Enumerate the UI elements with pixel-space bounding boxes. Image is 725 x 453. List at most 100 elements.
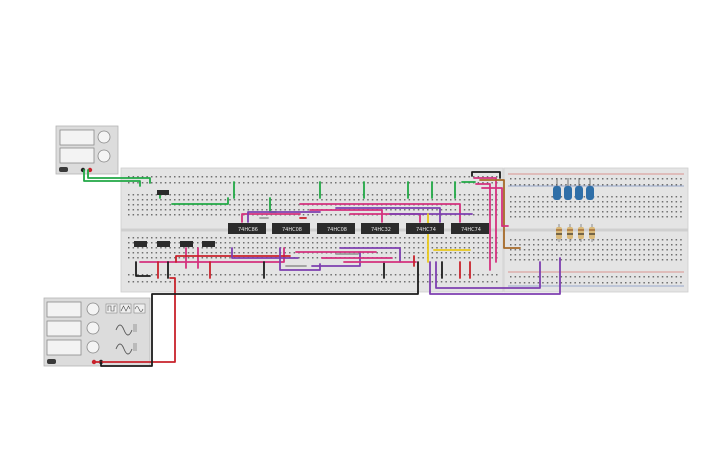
breadboard-hole — [270, 274, 273, 276]
breadboard-hole — [528, 211, 530, 213]
breadboard-hole — [132, 209, 135, 211]
breadboard-hole — [394, 252, 397, 254]
breadboard-hole — [141, 199, 144, 201]
breadboard-hole — [408, 176, 411, 178]
breadboard-hole — [293, 274, 296, 276]
breadboard-hole — [371, 199, 374, 201]
breadboard-hole — [381, 274, 383, 276]
breadboard-hole — [399, 176, 401, 178]
breadboard-hole — [523, 254, 526, 256]
breadboard-hole — [316, 176, 319, 178]
led-3[interactable] — [575, 178, 583, 200]
resistors[interactable] — [556, 224, 595, 242]
breadboard-hole — [615, 216, 618, 218]
switch-2[interactable] — [157, 241, 170, 247]
resistor-4[interactable] — [589, 224, 595, 242]
switch-3[interactable] — [180, 241, 193, 247]
breadboard-hole — [174, 199, 176, 201]
triangle-wave-icon[interactable] — [119, 303, 132, 314]
chip-3[interactable]: 74HC08 — [317, 223, 355, 234]
chip-4[interactable]: 74HC32 — [361, 223, 399, 234]
voltage-knob[interactable] — [97, 130, 111, 144]
breadboard-hole — [289, 176, 291, 178]
fg-power-switch[interactable] — [47, 359, 56, 364]
resistor-2[interactable] — [567, 224, 573, 242]
fg-terminal-red[interactable] — [91, 359, 97, 365]
breadboard-hole — [192, 209, 194, 211]
breadboard-hole — [174, 182, 176, 184]
breadboard-hole — [289, 281, 291, 283]
breadboard-hole — [413, 176, 415, 178]
chip-2[interactable]: 74HC08 — [272, 223, 310, 234]
function-generator[interactable] — [43, 297, 151, 367]
fg-knob-1[interactable] — [86, 302, 100, 316]
breadboard-hole — [523, 249, 526, 251]
breadboard-hole — [533, 259, 535, 261]
power-switch[interactable] — [59, 167, 68, 172]
breadboard-hole — [427, 199, 429, 201]
breadboard-hole — [128, 209, 130, 211]
breadboard-hole — [178, 274, 181, 276]
breadboard-hole — [141, 247, 144, 249]
wire-purple — [429, 257, 561, 295]
switch-4[interactable] — [202, 241, 215, 247]
chip-1[interactable]: 74HC86 — [228, 223, 266, 234]
chip-6[interactable]: 74HC74 — [451, 223, 489, 234]
fg-knob-2[interactable] — [86, 321, 100, 335]
chip-5[interactable]: 74HC74 — [406, 223, 444, 234]
breadboard-hole — [339, 199, 342, 201]
breadboard-hole — [178, 176, 181, 178]
breadboard-hole — [671, 254, 673, 256]
breadboard-hole — [546, 196, 549, 198]
breadboard-hole — [367, 274, 369, 276]
breadboard-hole — [643, 184, 645, 186]
breadboard-hole — [542, 249, 544, 251]
breadboard-hole — [592, 184, 595, 186]
breadboard-hole — [169, 204, 171, 206]
secondary-breadboard[interactable] — [503, 167, 689, 293]
breadboard-hole — [551, 178, 553, 180]
resistor-1[interactable] — [556, 224, 562, 242]
resistor-3[interactable] — [578, 224, 584, 242]
wires[interactable] — [83, 169, 561, 367]
breadboard-hole — [565, 184, 567, 186]
breadboard-hole — [652, 276, 655, 278]
led-1[interactable] — [553, 178, 561, 200]
breadboard-hole — [302, 194, 305, 196]
breadboard-hole — [459, 242, 461, 244]
breadboard-hole — [440, 182, 443, 184]
leds[interactable] — [553, 178, 594, 200]
breadboard-hole — [275, 204, 277, 206]
led-4[interactable] — [586, 178, 594, 200]
breadboard-hole — [611, 282, 613, 284]
breadboard-hole — [675, 206, 678, 208]
breadboard-hole — [680, 178, 682, 180]
breadboard-hole — [128, 204, 130, 206]
breadboard-hole — [606, 244, 609, 246]
breadboard-hole — [592, 282, 595, 284]
breadboard-hole — [321, 247, 323, 249]
chips[interactable]: 74HC86 74HC08 74HC08 74HC32 74HC74 74HC7… — [228, 223, 489, 234]
breadboard-hole — [155, 176, 158, 178]
switch-top[interactable] — [157, 190, 169, 195]
breadboard-hole — [436, 199, 438, 201]
breadboard-hole — [247, 204, 250, 206]
fg-knob-3[interactable] — [86, 340, 100, 354]
wire-purple — [335, 207, 441, 223]
breadboard-hole — [634, 239, 636, 241]
led-2[interactable] — [564, 178, 572, 200]
breadboard-hole — [440, 281, 443, 283]
switch-1[interactable] — [134, 241, 147, 247]
sine-wave-icon[interactable] — [133, 303, 146, 314]
breadboard-hole — [537, 196, 540, 198]
switches[interactable] — [134, 190, 215, 247]
main-breadboard[interactable] — [120, 167, 504, 293]
breadboard-hole — [556, 216, 558, 218]
breadboard-hole — [169, 194, 171, 196]
breadboard-hole — [611, 184, 613, 186]
square-wave-icon[interactable] — [105, 303, 118, 314]
power-supply[interactable] — [55, 125, 119, 175]
current-knob[interactable] — [97, 149, 111, 163]
breadboard-hole — [256, 242, 259, 244]
